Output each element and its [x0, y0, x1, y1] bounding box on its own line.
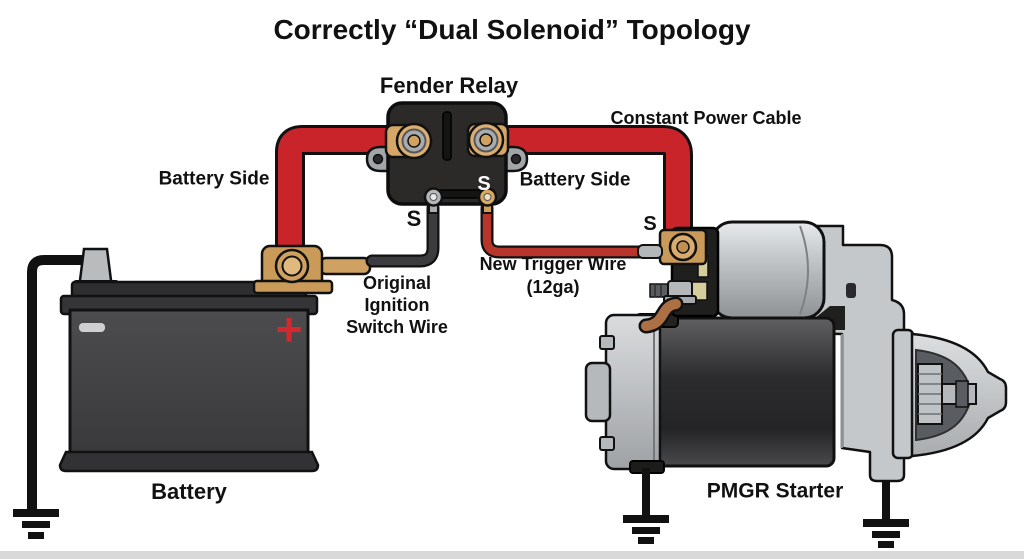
label-battery: Battery — [151, 479, 227, 504]
starter-motor-body — [646, 316, 836, 468]
bottom-strip — [0, 551, 1024, 559]
battery-positive-symbol: + — [276, 303, 303, 355]
constant-power-cable-graphic — [500, 125, 693, 234]
battery-negative-symbol — [79, 323, 105, 332]
label-s-relay-left: S — [406, 206, 422, 231]
label-original-ignition-line1: Original — [362, 273, 432, 293]
ground-symbol-battery — [13, 255, 88, 539]
relay-terminal-battery-right — [466, 121, 510, 159]
original-ignition-switch-wire-graphic — [365, 201, 440, 268]
ground-symbol-starter — [623, 468, 669, 544]
battery-side-cable — [278, 128, 396, 268]
label-s-starter: S — [643, 213, 657, 235]
label-s-relay-right: S — [477, 173, 491, 195]
label-pmgr-starter: PMGR Starter — [706, 479, 844, 503]
starter-s-terminal — [658, 228, 708, 266]
label-original-ignition-line2: Ignition — [364, 295, 430, 315]
battery-positive-clamp — [252, 244, 372, 295]
label-battery-side-left: Battery Side — [158, 168, 270, 190]
relay-terminal-battery-left — [384, 122, 433, 160]
diagram-title: Correctly “Dual Solenoid” Topology — [273, 14, 751, 45]
relay-s-terminal-right — [477, 187, 498, 214]
fender-relay-illustration — [365, 101, 529, 214]
label-new-trigger-wire-line1: New Trigger Wire — [479, 254, 627, 274]
relay-s-terminal-left — [423, 187, 444, 214]
battery-illustration: + — [58, 125, 396, 473]
label-original-ignition-line3: Switch Wire — [346, 317, 448, 337]
label-new-trigger-wire-line2: (12ga) — [526, 277, 580, 297]
label-constant-power-cable: Constant Power Cable — [610, 108, 802, 128]
starter-nose-cone — [891, 328, 1008, 460]
label-battery-side-right: Battery Side — [519, 169, 631, 191]
label-fender-relay: Fender Relay — [379, 73, 519, 98]
pmgr-starter-illustration — [584, 220, 1008, 483]
starter-copper-strap — [641, 299, 681, 331]
new-trigger-wire-graphic — [480, 201, 652, 259]
trigger-wire-eyelet — [637, 244, 663, 259]
ground-symbol-bracket — [863, 480, 909, 548]
